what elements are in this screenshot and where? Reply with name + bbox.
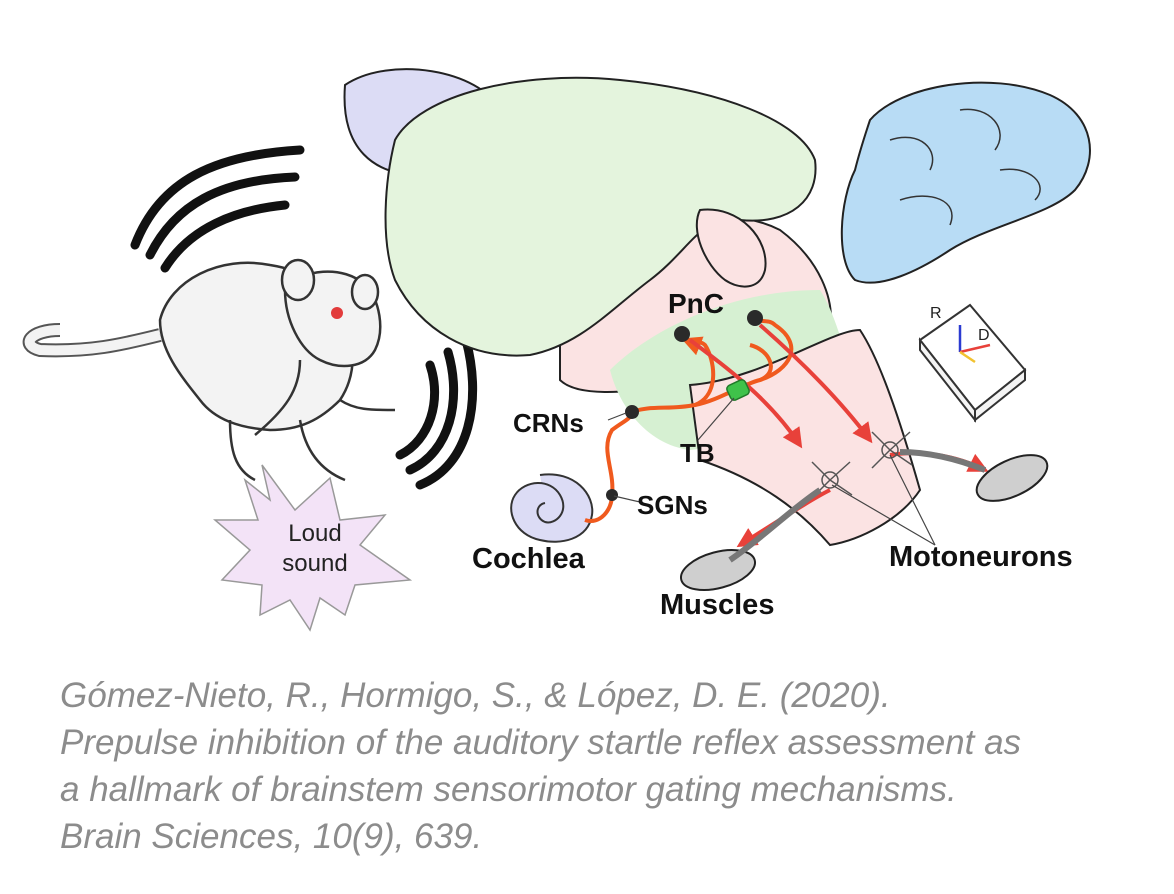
rat-ear-left (280, 258, 316, 302)
axis-d-label: D (978, 327, 990, 344)
muscle-left (680, 549, 756, 591)
citation-line-4: Brain Sciences, 10(9), 639. (60, 817, 483, 856)
muscle-right (975, 454, 1049, 502)
sgns-label: SGNs (637, 490, 708, 520)
pnc-label: PnC (668, 288, 724, 319)
pnc-neurons (674, 310, 763, 342)
startle-reflex-diagram: Loud sound R D (22, 68, 1091, 632)
axis-r-label: R (930, 305, 942, 322)
sound-waves-upper (130, 145, 305, 273)
crns-label: CRNs (513, 408, 584, 438)
citation-line-2: Prepulse inhibition of the auditory star… (60, 723, 1022, 762)
citation-line-1: Gómez-Nieto, R., Hormigo, S., & López, D… (60, 676, 891, 715)
motoneurons-label: Motoneurons (889, 541, 1073, 573)
rat-ear-right (350, 273, 380, 311)
rat-illustration (22, 258, 396, 482)
axis-d-line (959, 343, 991, 354)
burst-shape (212, 464, 413, 632)
loud-sound-burst: Loud sound (212, 464, 413, 632)
sgns-neuron (606, 489, 618, 501)
muscles (680, 449, 1049, 591)
muscles-label: Muscles (660, 589, 774, 621)
citation: Gómez-Nieto, R., Hormigo, S., & López, D… (60, 672, 1160, 860)
cochlea-label: Cochlea (472, 543, 586, 575)
crns-neuron (625, 405, 639, 419)
tb-marker (726, 379, 750, 401)
cerebellum (840, 81, 1091, 284)
motoneurons (811, 431, 913, 499)
cochlea-illustration (510, 473, 594, 543)
rat-eye (331, 307, 343, 319)
midbrain-lobe (695, 208, 767, 288)
leader-lines (607, 397, 936, 546)
loud-sound-label-1: Loud (288, 520, 341, 547)
tb-label: TB (680, 438, 715, 468)
citation-line-3: a hallmark of brainstem sensorimotor gat… (60, 770, 957, 809)
sound-waves-lower (395, 335, 478, 490)
orientation-cube: R D (918, 303, 1027, 423)
loud-sound-label-2: sound (282, 550, 347, 577)
